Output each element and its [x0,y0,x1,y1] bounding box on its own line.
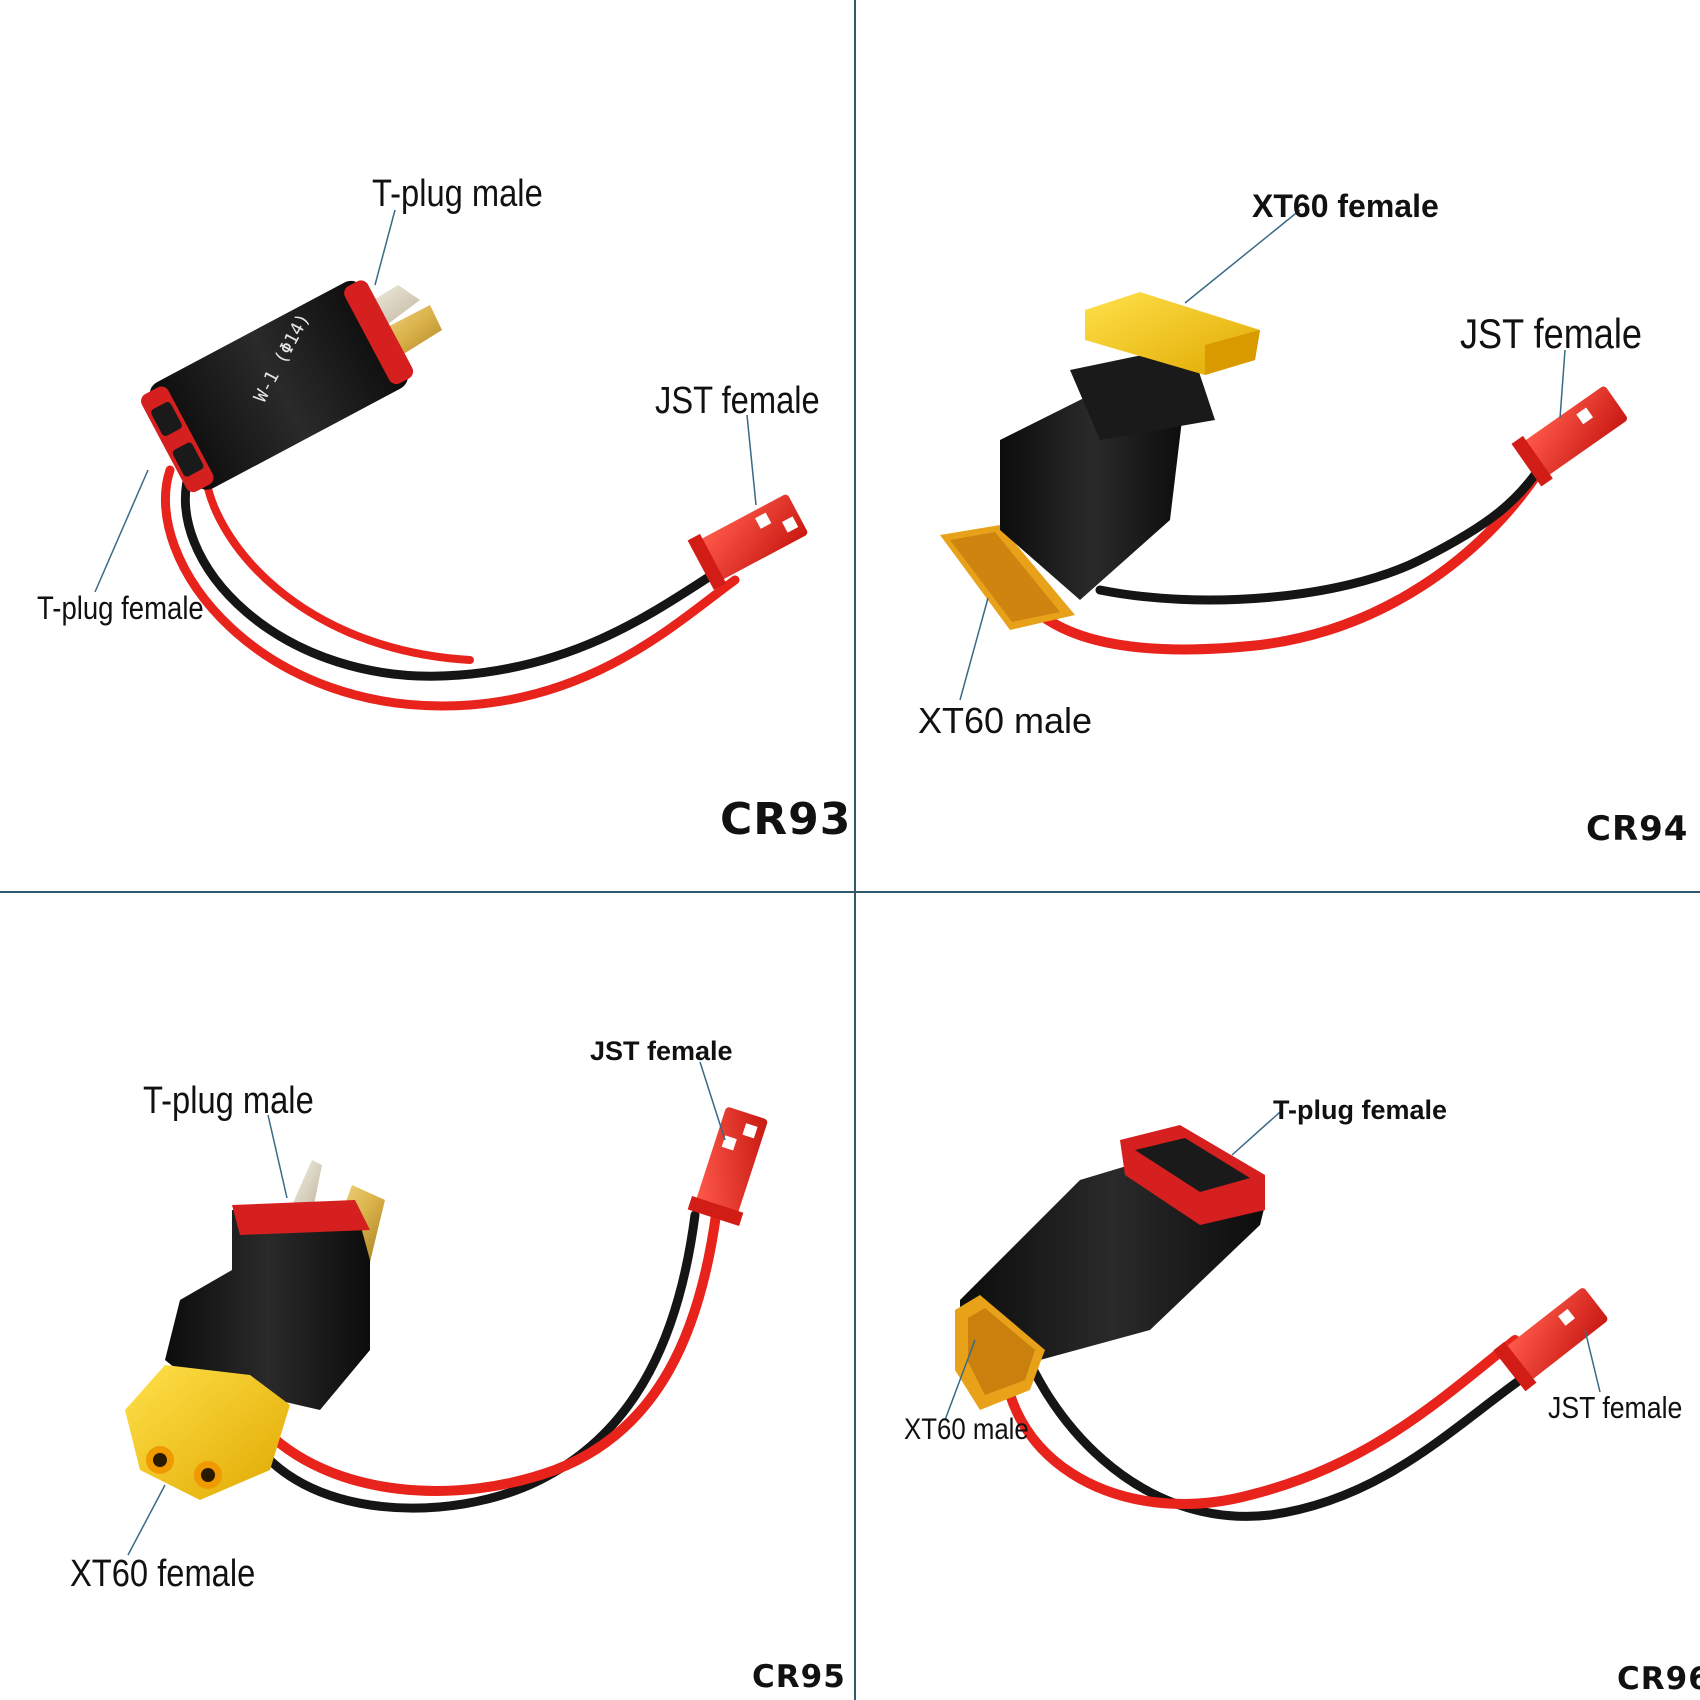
cr93-jst-connector [687,494,808,590]
cr95-label-bottom: XT60 female [70,1553,256,1595]
cr93-label-right: JST female [655,380,820,422]
cr94-jst-connector [1511,386,1628,487]
cr96-label-top: T-plug female [1273,1095,1448,1125]
cr93-label-side: T-plug female [37,590,204,626]
cr95-xt60-female [125,1365,290,1500]
cr96-product-code: CR96 [1617,1661,1700,1697]
cr95-product-code: CR95 [752,1659,846,1695]
vertical-divider [854,0,856,1700]
cr94-label-bottom: XT60 male [918,700,1093,741]
cr94-xt60-male [940,525,1075,630]
horizontal-divider [0,891,1700,893]
cr96-xt60-male [955,1295,1045,1410]
cr94-label-right: JST female [1460,310,1643,357]
cr96-tplug-female [1120,1125,1265,1225]
cr96-jst-connector [1493,1288,1608,1392]
cr93-product-code: CR93 [720,794,852,845]
cr95-label-right: JST female [590,1036,733,1066]
cr94-label-top: XT60 female [1252,188,1439,224]
cr96-label-side: XT60 male [904,1413,1029,1446]
cr93-label-top: T-plug male [372,173,543,215]
cr95-jst-connector [687,1107,768,1227]
cr95-label-top: T-plug male [143,1080,314,1122]
cr96-label-right: JST female [1548,1390,1683,1425]
cr94-xt60-female [1085,292,1260,375]
cr94-product-code: CR94 [1586,809,1689,849]
